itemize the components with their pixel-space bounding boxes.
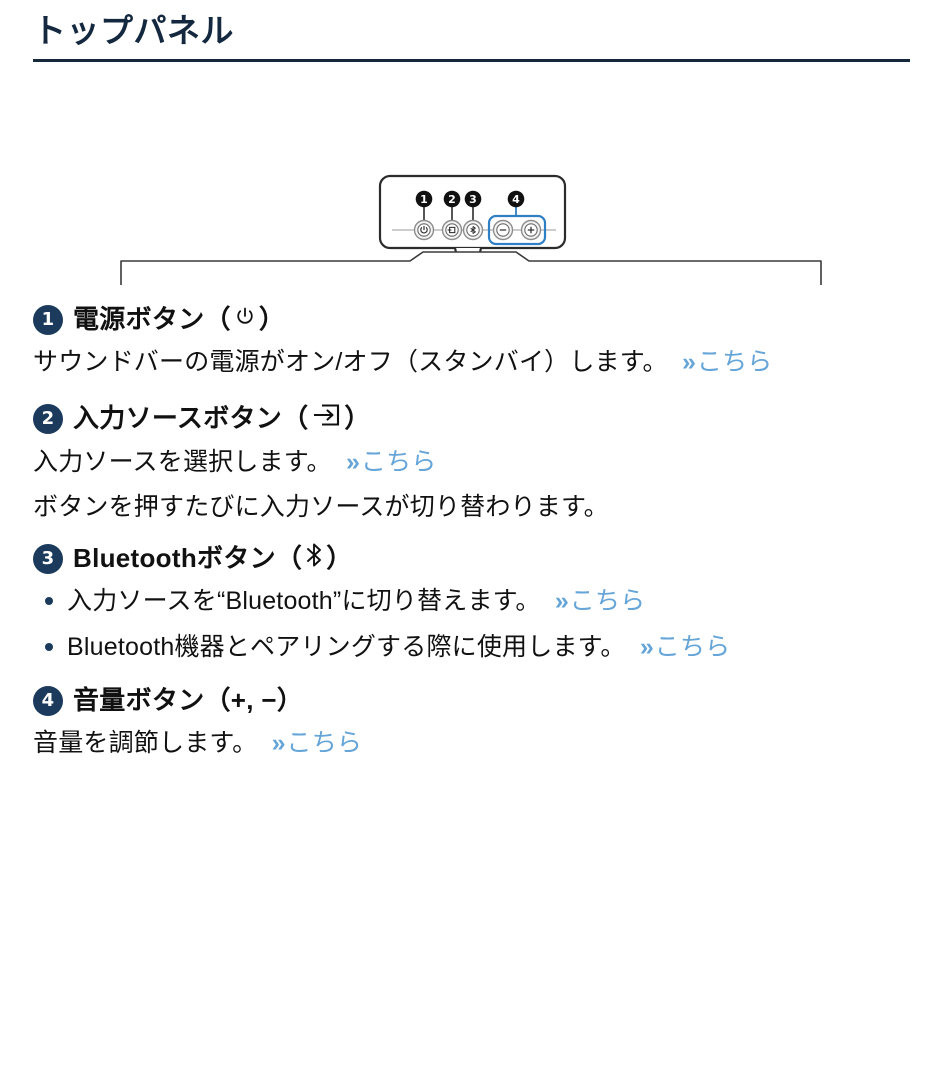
link-chevron-icon: »: [681, 348, 696, 377]
item-3-bullet-list: 入力ソースを“Bluetooth”に切り替えます。 »こちら Bluetooth…: [33, 582, 910, 667]
item-4-description-text: 音量を調節します。: [33, 728, 258, 757]
page-title: トップパネル: [33, 12, 234, 49]
item-3-bullet-2-link-label: こちら: [654, 632, 731, 661]
callout-number-1: 1: [415, 190, 433, 208]
soundbar-outline: [120, 251, 822, 286]
item-3-label: Bluetoothボタン（: [73, 543, 303, 574]
item-heading-power: 1 電源ボタン（ ）: [33, 303, 910, 336]
item-3-bullet-2-text: Bluetooth機器とペアリングする際に使用します。: [67, 632, 626, 661]
callout-bluetooth-button: [462, 220, 484, 241]
title-divider: [33, 59, 910, 63]
svg-text:3: 3: [469, 193, 477, 206]
bullet-dot-icon: [45, 597, 53, 606]
svg-text:1: 1: [420, 193, 428, 206]
power-icon: [232, 303, 258, 336]
link-chevron-icon: »: [639, 632, 654, 661]
item-3-bullet-2-link[interactable]: »こちら: [640, 633, 731, 661]
badge-2: 2: [33, 403, 63, 434]
item-1-description-text: サウンドバーの電源がオン/オフ（スタンバイ）します。: [33, 348, 668, 377]
badge-3: 3: [33, 543, 63, 574]
item-4-link[interactable]: »こちら: [272, 729, 363, 757]
link-chevron-icon: »: [554, 587, 569, 616]
item-2-description-1: 入力ソースを選択します。 »こちら: [33, 442, 910, 483]
item-heading-bluetooth: 3 Bluetoothボタン（ ）: [33, 541, 910, 576]
item-heading-input-source: 2 入力ソースボタン（ ）: [33, 401, 910, 436]
item-1-label: 電源ボタン（: [73, 304, 231, 335]
callout-number-3: 3: [464, 190, 482, 208]
link-chevron-icon: »: [345, 448, 360, 477]
item-2-label-suffix: ）: [344, 402, 371, 433]
item-2-label: 入力ソースボタン（: [73, 402, 309, 433]
callout-number-4: 4: [507, 190, 525, 208]
item-1-label-suffix: ）: [258, 304, 286, 335]
top-panel-callout-diagram: 1 2 3 4: [0, 80, 943, 286]
item-2-description-1-text: 入力ソースを選択します。: [33, 448, 332, 477]
item-4-link-label: こちら: [286, 728, 363, 757]
item-3-bullet-1-link[interactable]: »こちら: [555, 587, 646, 615]
item-3-bullet-1-text: 入力ソースを“Bluetooth”に切り替えます。: [67, 587, 541, 616]
bluetooth-icon: [303, 541, 325, 576]
callout-volume-up-button: [520, 220, 542, 241]
item-1-description: サウンドバーの電源がオン/オフ（スタンバイ）します。 »こちら: [33, 342, 910, 383]
list-item: Bluetooth機器とペアリングする際に使用します。 »こちら: [33, 628, 910, 668]
badge-4: 4: [33, 685, 63, 716]
item-2-link[interactable]: »こちら: [346, 448, 437, 476]
svg-text:4: 4: [512, 193, 520, 206]
bullet-dot-icon: [45, 642, 53, 651]
item-1-link[interactable]: »こちら: [682, 348, 773, 376]
content-area: 1 電源ボタン（ ） サウンドバーの電源がオン/オフ（スタンバイ）します。 »こ…: [0, 303, 943, 763]
item-3-bullet-1-link-label: こちら: [569, 587, 646, 616]
item-3-label-suffix: ）: [326, 543, 353, 574]
badge-1: 1: [33, 304, 63, 335]
link-chevron-icon: »: [271, 728, 286, 757]
svg-text:2: 2: [448, 193, 456, 206]
item-4-label: 音量ボタン（+, −）: [73, 685, 304, 716]
input-source-icon: [309, 401, 343, 436]
item-2-link-label: こちら: [360, 448, 437, 477]
callout-number-2: 2: [443, 190, 461, 208]
volume-highlight-box: [487, 215, 547, 246]
page-header: トップパネル: [0, 0, 943, 63]
callout-input-source-button: [441, 220, 463, 241]
callout-power-button: [413, 220, 435, 241]
item-1-link-label: こちら: [696, 348, 773, 377]
item-2-description-2: ボタンを押すたびに入力ソースが切り替わります。: [33, 492, 609, 521]
item-4-description: 音量を調節します。 »こちら: [33, 723, 910, 764]
callout-volume-down-button: [492, 220, 514, 241]
list-item: 入力ソースを“Bluetooth”に切り替えます。 »こちら: [33, 582, 910, 622]
item-heading-volume: 4 音量ボタン（+, −）: [33, 685, 910, 716]
